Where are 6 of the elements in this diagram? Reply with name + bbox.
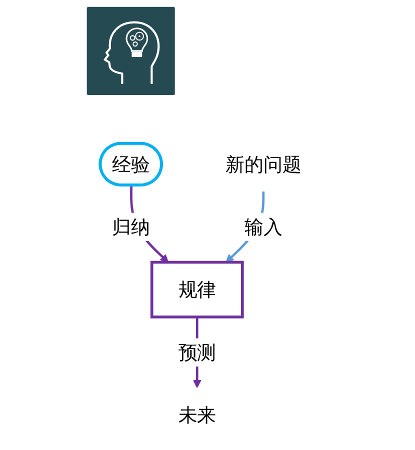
edge-label: 归纳 (112, 216, 150, 238)
node-text: 新的问题 (226, 152, 302, 176)
edge-label: 预测 (178, 341, 216, 364)
node-text: 未来 (178, 404, 216, 426)
node-box: 规律 (150, 260, 244, 318)
edge-label: 输入 (244, 216, 282, 238)
